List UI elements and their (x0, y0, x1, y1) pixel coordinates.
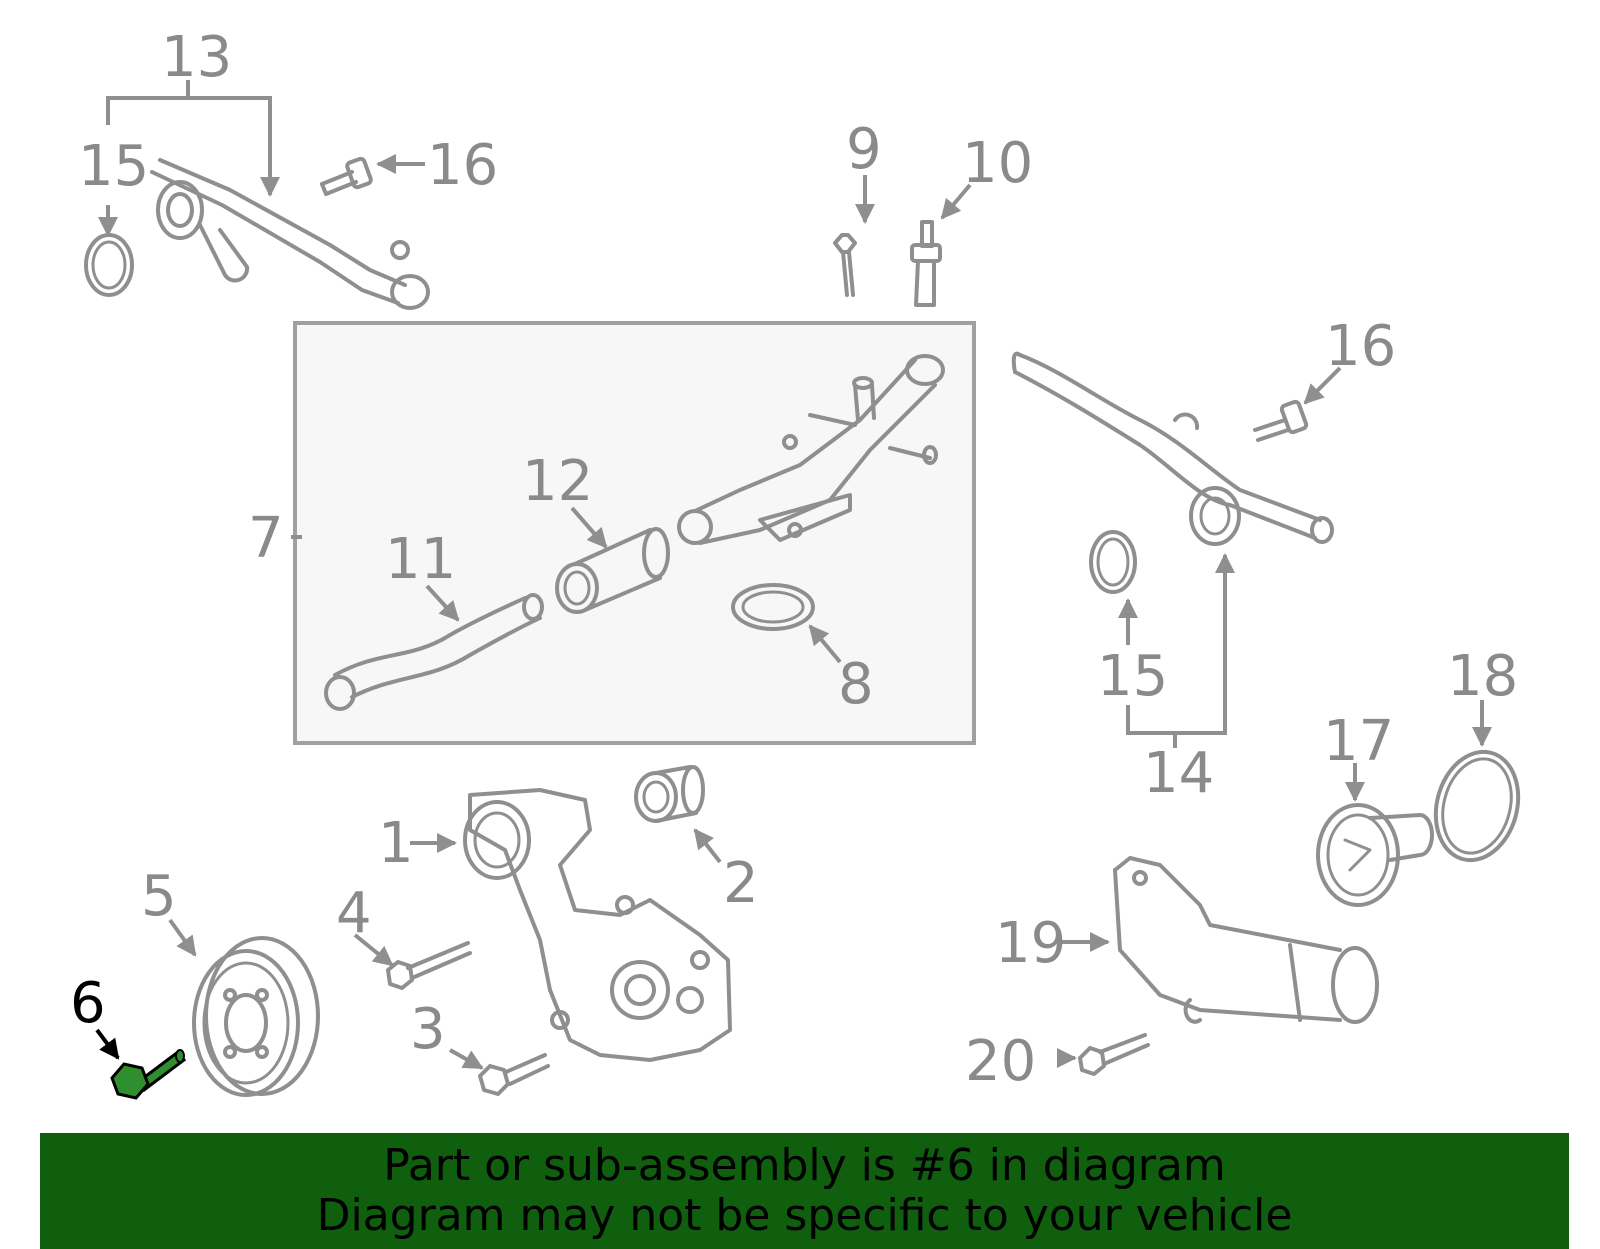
part-18-gasket (1433, 749, 1521, 863)
banner-line-1: Part or sub-assembly is #6 in diagram (383, 1140, 1226, 1191)
part-11-hose (324, 593, 544, 711)
part-19-coolant-outlet (1113, 856, 1379, 1024)
callout-16-left: 16 (427, 133, 498, 198)
part-4-bolt (386, 941, 472, 990)
part-1-water-pump (463, 788, 732, 1062)
callout-7: 7 (248, 506, 284, 571)
callout-15-right: 15 (1097, 644, 1168, 709)
callout-16-right: 16 (1325, 314, 1396, 379)
part-15-o-ring-left (84, 233, 134, 297)
leader-lines (95, 80, 1492, 1070)
banner-line-2: Diagram may not be specific to your vehi… (316, 1190, 1293, 1241)
callout-10: 10 (962, 131, 1033, 196)
callout-18: 18 (1447, 644, 1518, 709)
part-16-bolt-right (1253, 399, 1309, 442)
callout-19: 19 (995, 911, 1066, 976)
part-12-coupler (555, 527, 670, 614)
part-9-bolt (833, 233, 857, 297)
part-5-pulley (192, 936, 320, 1097)
callout-8: 8 (838, 652, 874, 717)
callout-17: 17 (1323, 709, 1394, 774)
part-8-gasket (731, 583, 815, 631)
callout-12: 12 (522, 449, 593, 514)
callout-6-highlighted: 6 (70, 971, 106, 1036)
callout-9: 9 (846, 117, 882, 182)
part-6-bolt-highlighted (110, 1049, 187, 1100)
part-10-stud (910, 220, 942, 307)
part-14-coolant-pipe-right (1011, 351, 1334, 546)
callout-15-left: 15 (78, 134, 149, 199)
callout-3: 3 (410, 997, 446, 1062)
part-3-bolt (478, 1053, 550, 1096)
info-banner: Part or sub-assembly is #6 in diagram Di… (40, 1133, 1569, 1249)
part-15-o-ring-right (1089, 530, 1137, 594)
callout-5: 5 (141, 864, 177, 929)
part-13-coolant-pipe (150, 158, 430, 310)
callout-14: 14 (1143, 741, 1214, 806)
callout-1: 1 (378, 811, 414, 876)
subassembly-7-box (293, 321, 976, 745)
part-17-thermostat (1316, 803, 1434, 907)
callout-13: 13 (161, 25, 232, 90)
callout-11: 11 (385, 527, 456, 592)
callout-2: 2 (723, 851, 759, 916)
part-2-seal (634, 765, 705, 823)
callout-4: 4 (336, 881, 372, 946)
callout-20: 20 (965, 1029, 1036, 1094)
part-20-bolt (1078, 1033, 1150, 1076)
part-7-thermostat-housing (677, 354, 945, 545)
part-16-bolt-left (320, 156, 373, 196)
